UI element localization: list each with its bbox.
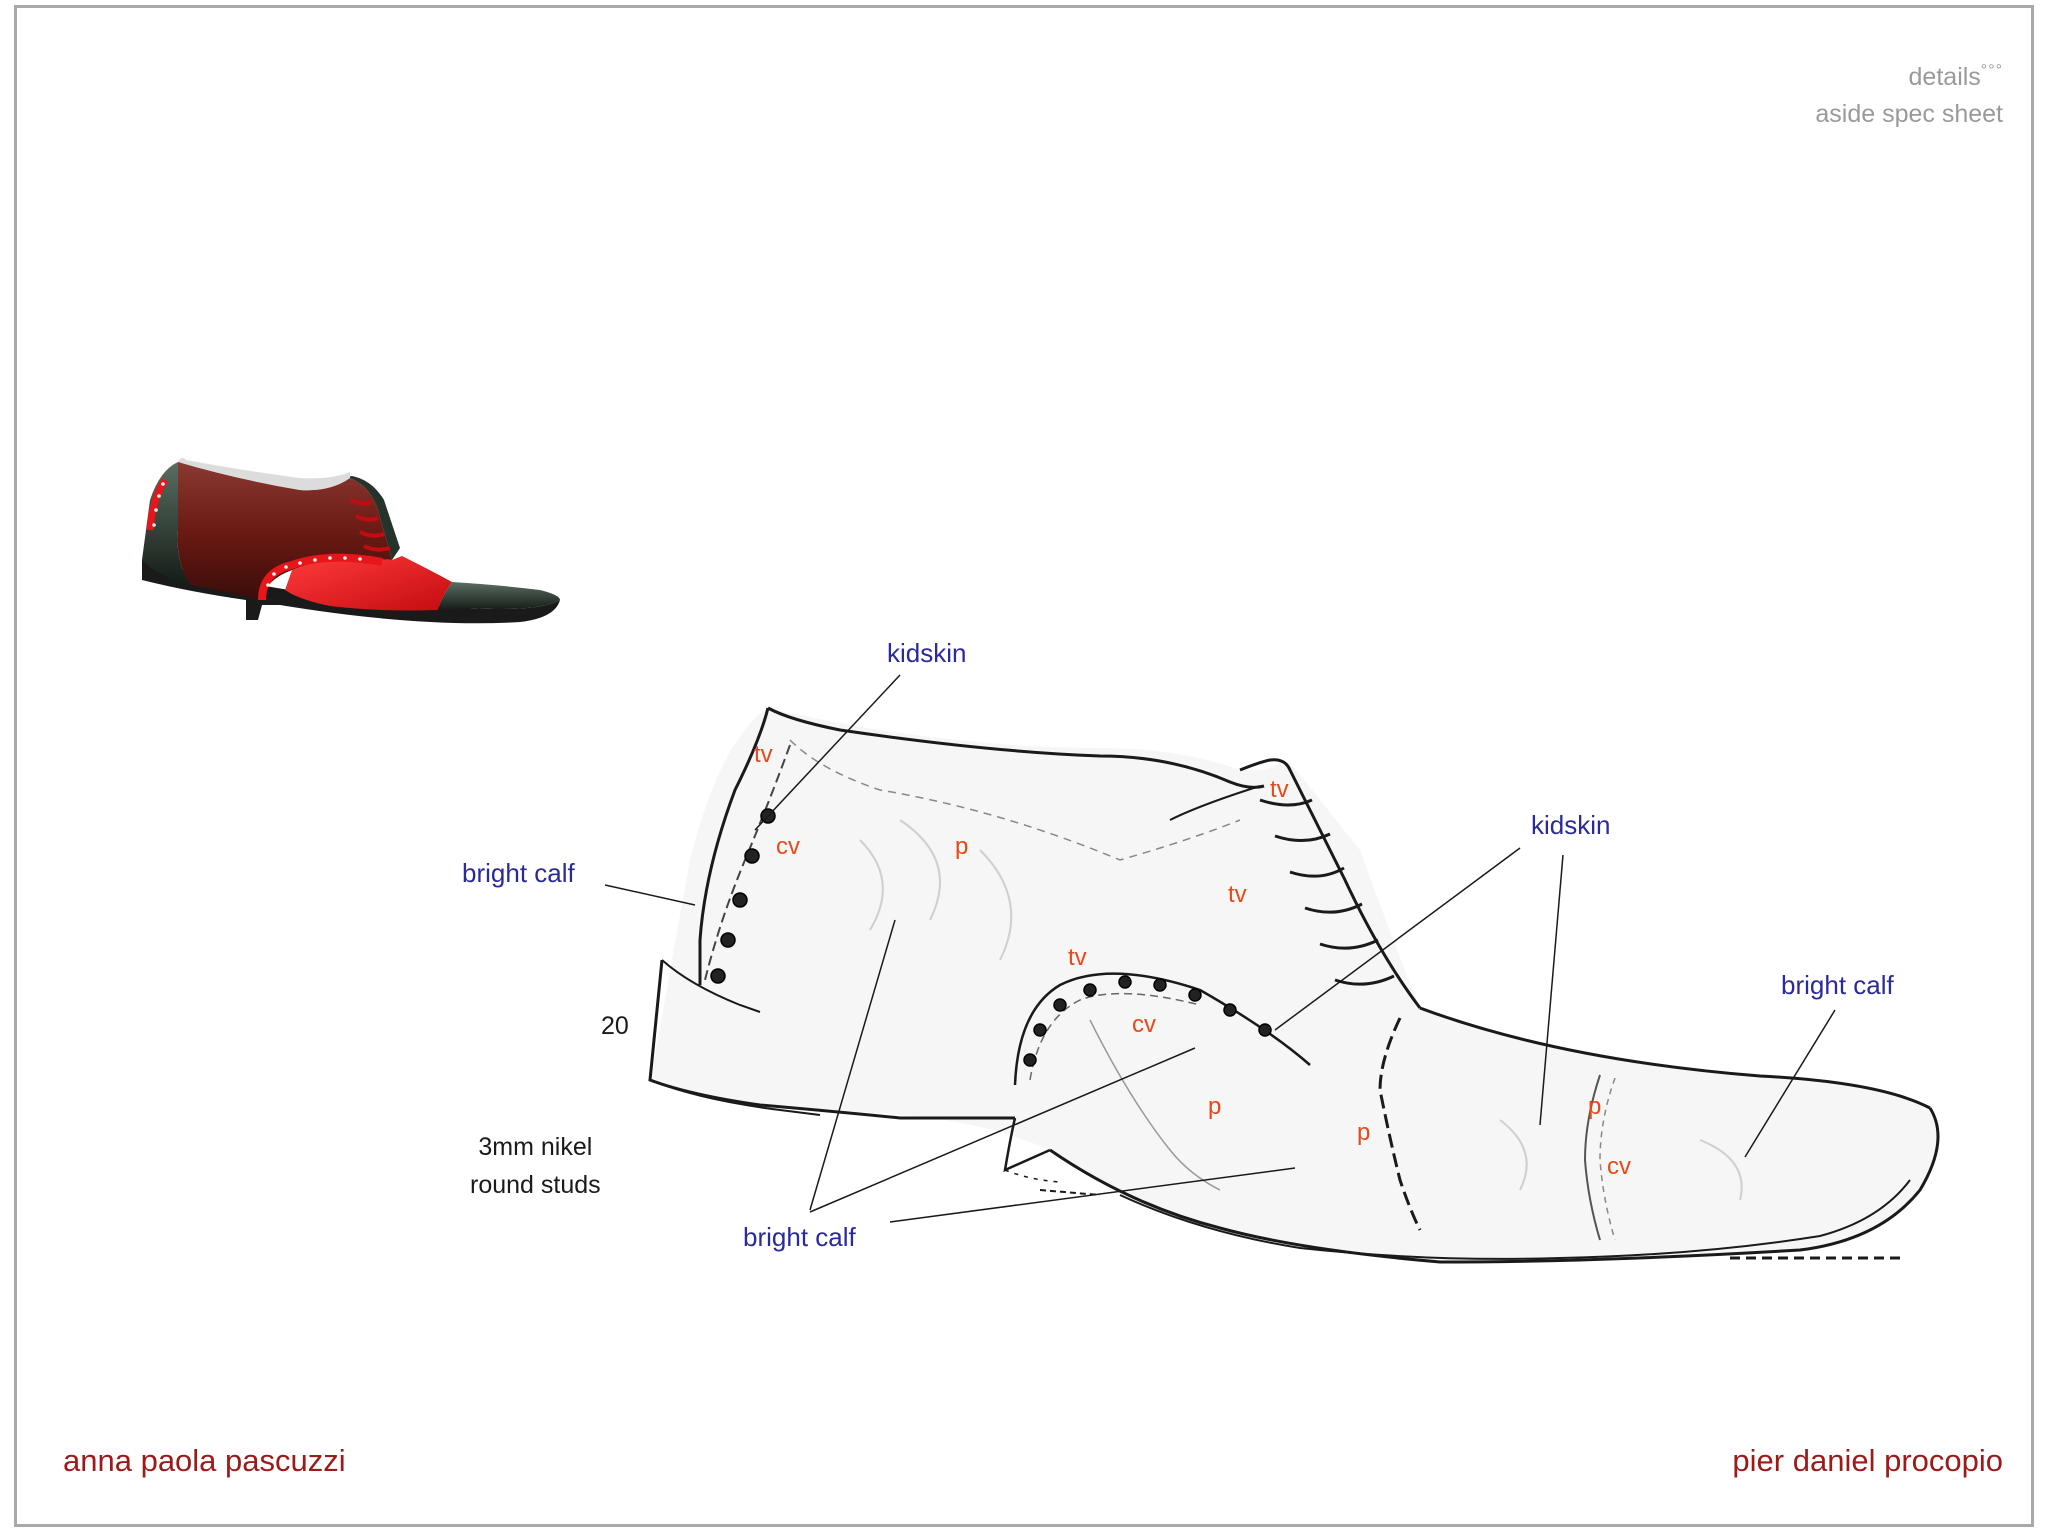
sheet-header: details°°° aside spec sheet bbox=[1815, 52, 2003, 133]
stitch-code: cv bbox=[1607, 1153, 1631, 1180]
stitch-code: tv bbox=[1068, 944, 1087, 971]
stitch-code: p bbox=[1588, 1093, 1602, 1120]
leader-lines bbox=[604, 674, 1836, 1223]
callout-bright-calf-left: bright calf bbox=[462, 858, 575, 888]
author-left: anna paola pascuzzi bbox=[63, 1443, 346, 1478]
sheet-title: details°°° bbox=[1908, 62, 2003, 91]
callout-kidskin-right: kidskin bbox=[1531, 810, 1611, 840]
stitch-code: tv bbox=[754, 741, 773, 768]
studs-note: 3mm nikel round studs bbox=[470, 1128, 601, 1204]
technical-shoe-sketch bbox=[648, 706, 1940, 1264]
page-frame bbox=[14, 5, 2034, 1527]
heel-height-value: 20 bbox=[601, 1012, 629, 1040]
studs-note-line2: round studs bbox=[470, 1171, 601, 1199]
stitch-code: p bbox=[1208, 1093, 1222, 1120]
stitch-code: cv bbox=[776, 833, 800, 860]
stitch-code: p bbox=[955, 833, 969, 860]
stitch-code: tv bbox=[1228, 881, 1247, 908]
colored-shoe-preview bbox=[142, 457, 560, 624]
stitch-code: p bbox=[1357, 1119, 1371, 1146]
stitch-code: cv bbox=[1132, 1011, 1156, 1038]
sheet-subtitle: aside spec sheet bbox=[1815, 100, 2003, 128]
callout-bright-calf-right: bright calf bbox=[1781, 970, 1894, 1000]
author-right: pier daniel procopio bbox=[1732, 1443, 2003, 1478]
studs-note-line1: 3mm nikel bbox=[478, 1133, 593, 1161]
stitch-code: tv bbox=[1270, 776, 1289, 803]
callout-kidskin-top: kidskin bbox=[887, 638, 967, 668]
callout-bright-calf-bottom: bright calf bbox=[743, 1222, 856, 1252]
